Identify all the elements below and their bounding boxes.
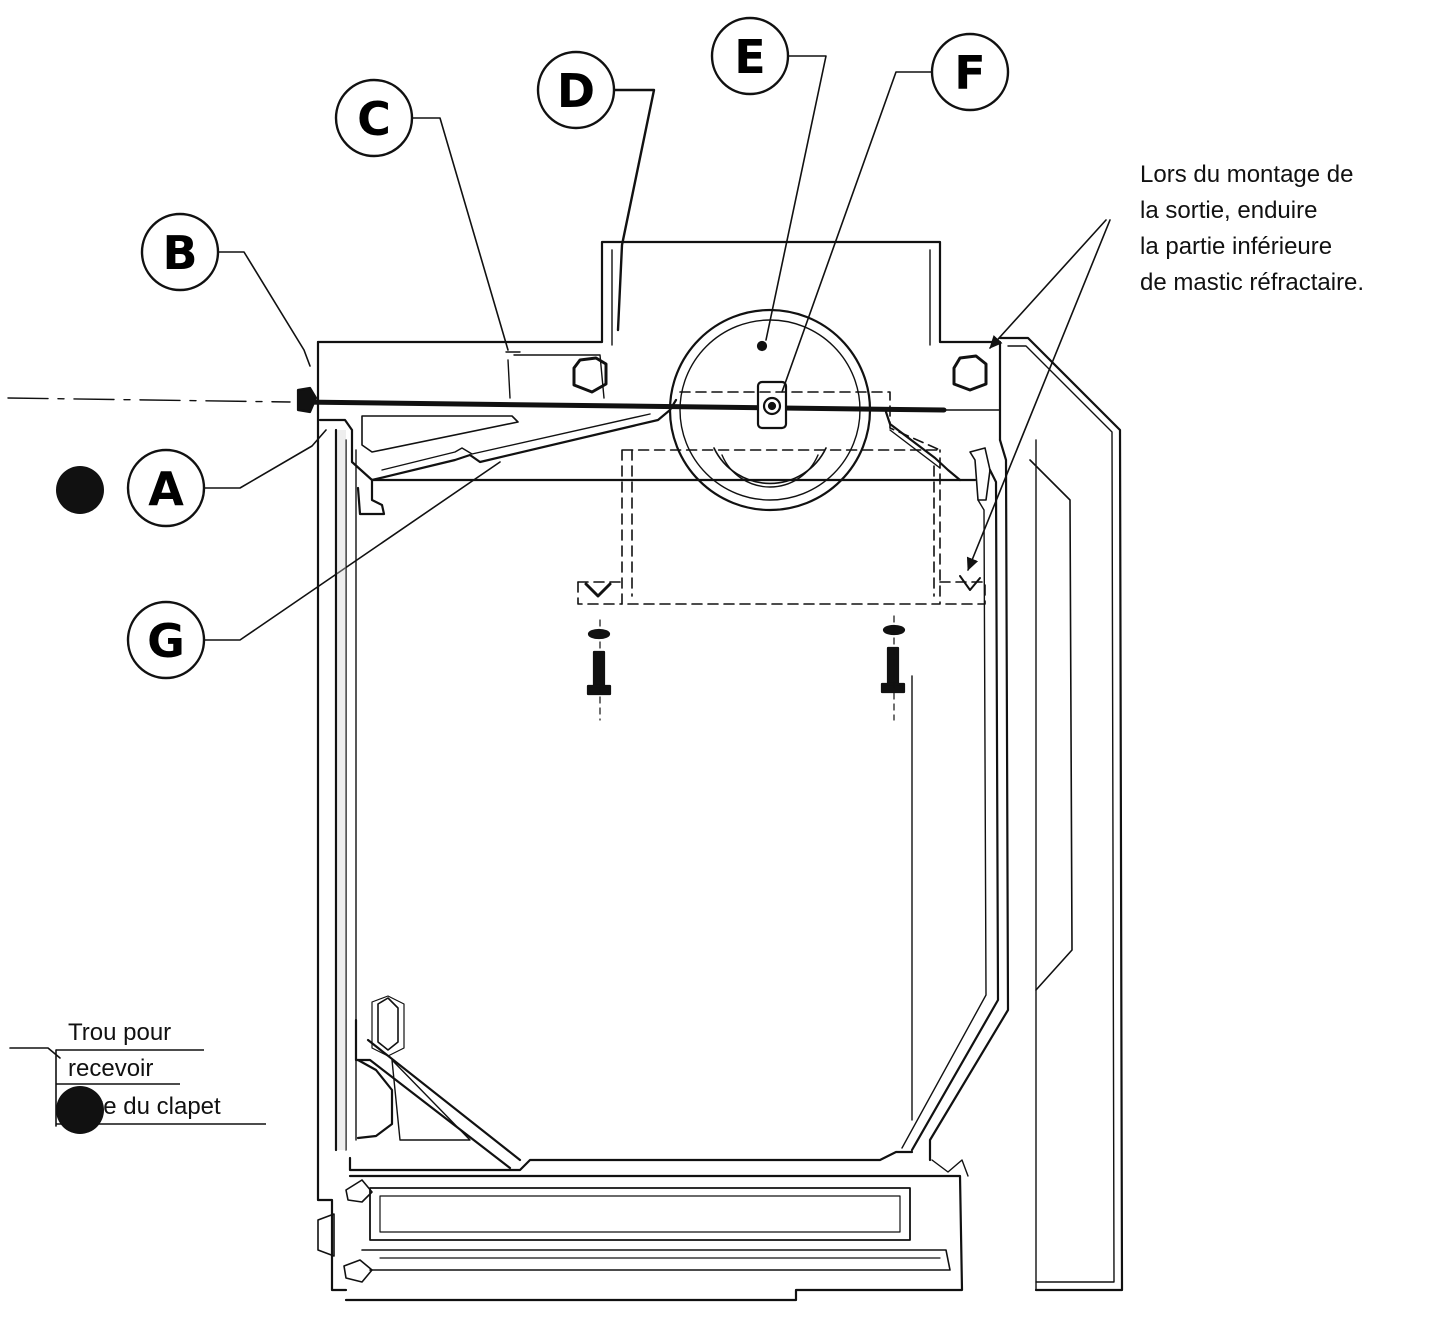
marker-dot-a: [56, 466, 104, 514]
note-line-1: Lors du montage de: [1140, 161, 1353, 188]
callout-f-label: F: [954, 46, 985, 100]
callout-a-label: A: [148, 462, 184, 516]
fixing-bolts: [584, 575, 981, 1121]
callout-f: F: [930, 32, 1010, 112]
hidden-plate-outline: [577, 391, 986, 605]
callout-e: E: [710, 16, 790, 96]
flue-seal-grooves: [572, 354, 988, 394]
callout-d-label: D: [557, 64, 595, 118]
callout-c: C: [334, 78, 414, 158]
callout-d: D: [536, 50, 616, 130]
note-line-4: de mastic réfractaire.: [1140, 269, 1364, 296]
callout-b: B: [140, 212, 220, 292]
firebox-wall: [316, 240, 1010, 1292]
right-deflector: [884, 410, 991, 501]
damper-disc: [668, 308, 872, 512]
callout-a: A: [126, 448, 206, 528]
hole-label-line-2: recevoir: [68, 1055, 153, 1082]
wall-shading: [337, 430, 346, 1150]
valve-hole-label: Trou pour recevoir l'axe du clapet: [56, 1019, 266, 1132]
note-line-2: la sortie, enduire: [1140, 197, 1317, 224]
callout-e-label: E: [734, 30, 765, 84]
lower-left-bracket: [354, 995, 522, 1170]
callout-g-label: G: [147, 614, 185, 668]
damper-axis-rod: [7, 386, 1001, 414]
note-line-3: la partie inférieure: [1140, 233, 1332, 260]
installation-note: Lors du montage de la sortie, enduire la…: [1140, 161, 1364, 296]
ash-pan-base: [317, 1150, 969, 1302]
hole-marker-dot: [58, 1088, 102, 1132]
hole-label-line-1: Trou pour: [68, 1019, 171, 1046]
outer-casing: [998, 336, 1124, 1292]
callout-c-label: C: [357, 92, 391, 146]
callout-leaders: [9, 55, 1111, 1127]
callout-b-label: B: [162, 226, 197, 280]
callout-g: G: [126, 600, 206, 680]
